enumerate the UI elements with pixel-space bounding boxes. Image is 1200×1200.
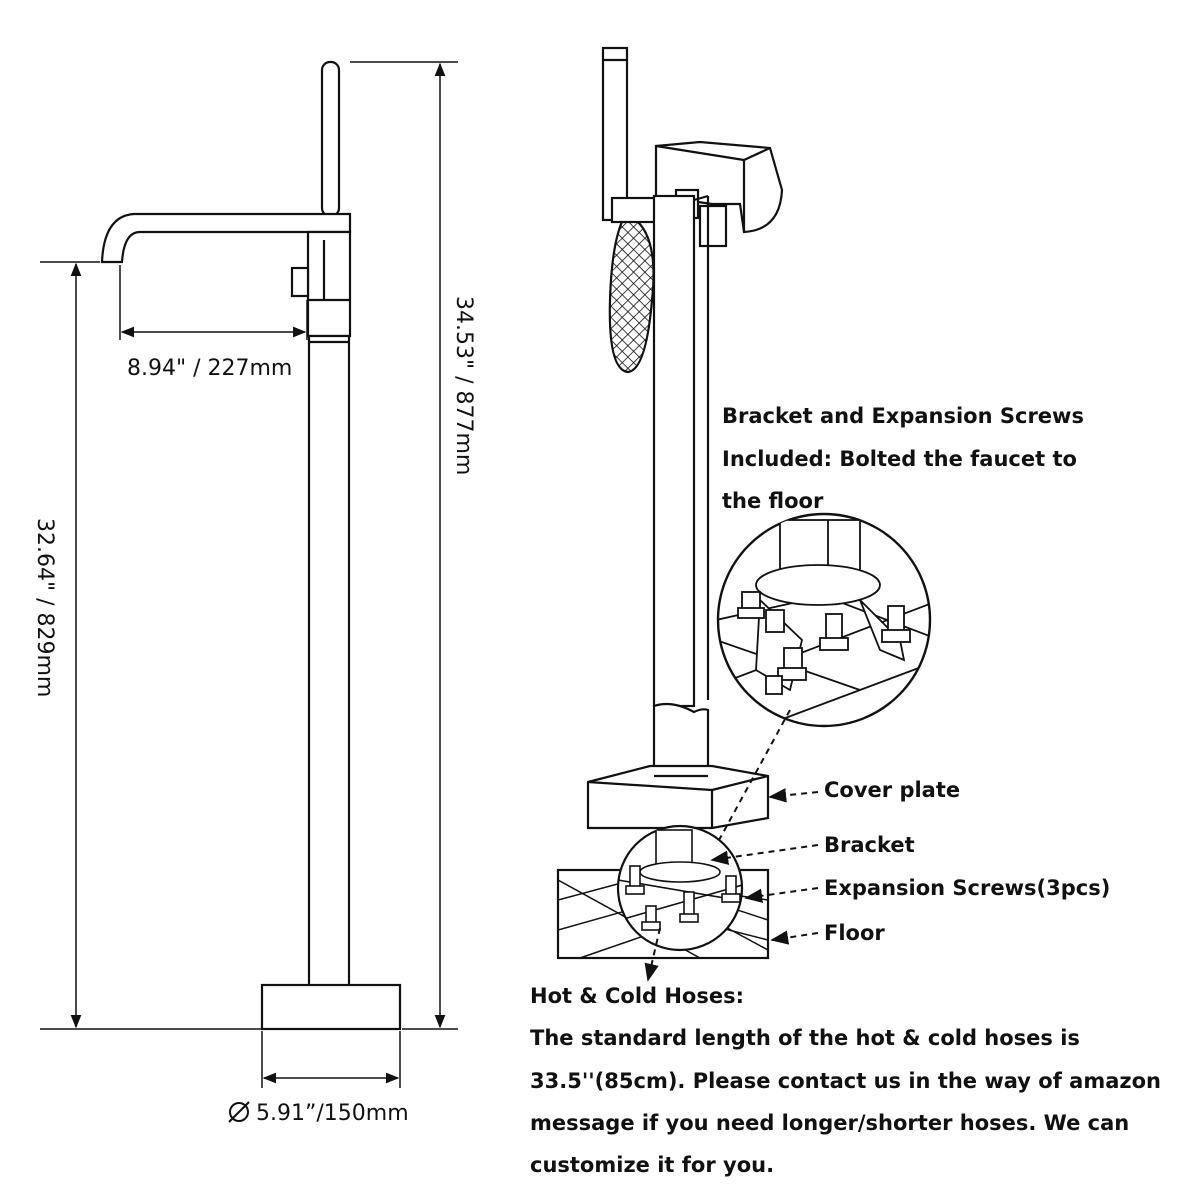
dim-spout-height bbox=[40, 261, 262, 1030]
spout-outline bbox=[100, 212, 352, 264]
diameter-icon bbox=[228, 1101, 250, 1123]
pipe-upper bbox=[652, 194, 696, 708]
base-cover bbox=[260, 983, 402, 1031]
hoses-note-line-1: The standard length of the hot & cold ho… bbox=[530, 1026, 1080, 1050]
leader-expansion-screws bbox=[744, 887, 819, 903]
leader-hoses bbox=[644, 927, 661, 982]
spout-height-label: 32.64" / 829mm bbox=[32, 518, 57, 697]
zoom-connector bbox=[717, 709, 791, 843]
hoses-note-line-3: message if you need longer/shorter hoses… bbox=[530, 1111, 1129, 1135]
leader-bracket bbox=[710, 844, 819, 865]
hand-shower bbox=[601, 46, 629, 222]
spout-reach-label: 8.94" / 227mm bbox=[127, 356, 292, 381]
faucet-perspective bbox=[586, 46, 784, 830]
bracket-zoom-detail bbox=[716, 512, 932, 728]
valve bbox=[698, 204, 728, 248]
cover-plate bbox=[586, 764, 770, 830]
callout-leaders bbox=[644, 788, 819, 982]
leader-floor bbox=[770, 930, 819, 945]
valve-knob bbox=[290, 266, 310, 298]
dim-spout-reach bbox=[119, 265, 308, 340]
floor-detail bbox=[556, 824, 770, 960]
faucet-elevation bbox=[100, 60, 402, 1031]
main-pipe bbox=[307, 334, 351, 988]
valve-body bbox=[306, 230, 352, 338]
callout-bracket: Bracket bbox=[824, 833, 915, 857]
total-height-label: 34.53" / 877mm bbox=[451, 296, 476, 475]
callout-expansion-screws: Expansion Screws(3pcs) bbox=[824, 876, 1110, 900]
bracket-note-line-2: Included: Bolted the faucet to bbox=[722, 447, 1077, 471]
hoses-note-line-4: customize it for you. bbox=[530, 1153, 774, 1177]
callout-cover-plate: Cover plate bbox=[824, 778, 960, 802]
callout-floor: Floor bbox=[824, 921, 885, 945]
bracket-note-line-3: the floor bbox=[722, 489, 824, 513]
shower-hose bbox=[608, 212, 655, 374]
hoses-note-line-2: 33.5''(85cm). Please contact us in the w… bbox=[530, 1069, 1161, 1093]
pipe-lower bbox=[652, 702, 710, 778]
dim-base-diameter bbox=[261, 1031, 401, 1088]
bracket-note-line-1: Bracket and Expansion Screws bbox=[722, 404, 1084, 428]
hoses-note-title: Hot & Cold Hoses: bbox=[530, 984, 744, 1008]
dim-total-height bbox=[350, 61, 458, 1030]
leader-cover-plate bbox=[768, 788, 819, 803]
hand-shower-outline bbox=[320, 60, 341, 218]
spout bbox=[654, 140, 784, 234]
base-diameter-label: 5.91”/150mm bbox=[256, 1101, 409, 1126]
